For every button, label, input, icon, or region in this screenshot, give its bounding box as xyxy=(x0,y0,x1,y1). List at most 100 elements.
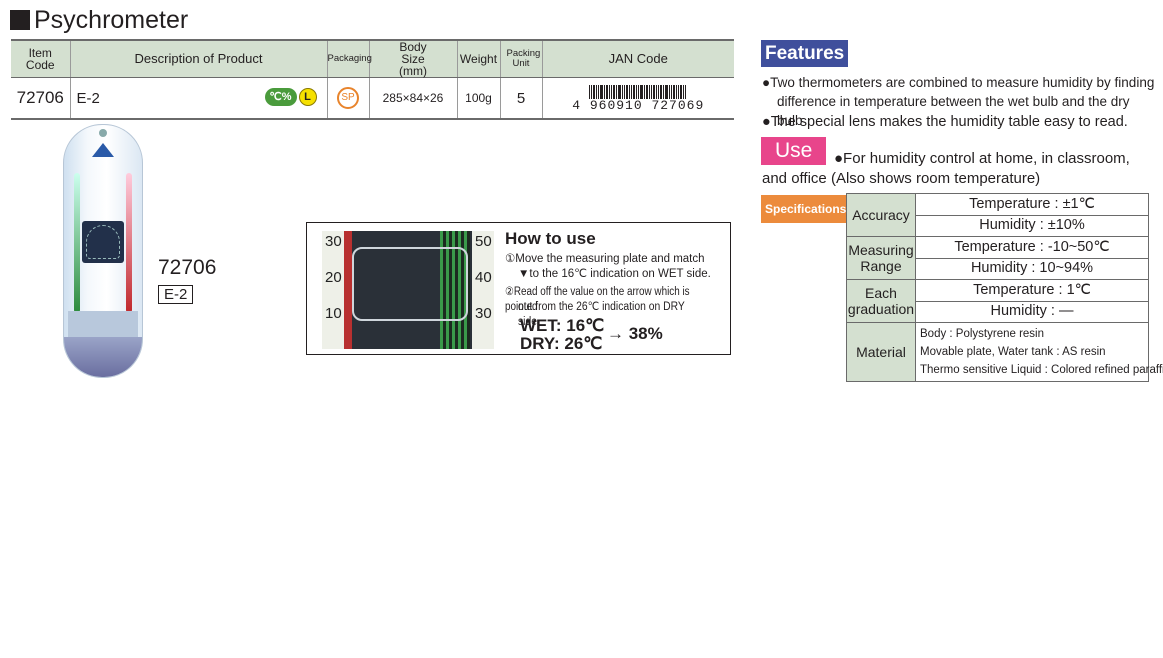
brand-logo-icon xyxy=(92,143,114,157)
barcode-bar xyxy=(678,84,680,99)
dry-scale xyxy=(472,231,494,349)
barcode-bar xyxy=(656,84,658,99)
l-mark-icon: L xyxy=(298,88,317,106)
barcode-bar xyxy=(649,84,651,99)
barcode-bar xyxy=(644,84,646,99)
barcode-bar xyxy=(663,84,665,99)
square-bullet-icon xyxy=(10,10,30,30)
barcode-bar xyxy=(611,84,613,99)
hanging-hole-icon xyxy=(99,129,107,137)
barcode-bar xyxy=(685,84,687,99)
barcode-icon xyxy=(589,84,687,99)
table-row: Each graduation Temperature : 1℃ xyxy=(846,279,1149,323)
graduation-humidity: Humidity : — xyxy=(915,300,1149,323)
psychrometer-image xyxy=(63,124,143,378)
step2-line1: ②Read off the value on the arrow which i… xyxy=(505,286,690,313)
step2-line2: out from the 26℃ indication on DRY side. xyxy=(518,301,685,328)
red-column xyxy=(344,231,352,349)
header-item-code: Item Code xyxy=(11,39,70,78)
feature-item-1-cont: difference in temperature between the we… xyxy=(777,94,1130,128)
accuracy-temperature: Temperature : ±1℃ xyxy=(915,193,1149,216)
use-label: Use xyxy=(761,137,827,165)
header-jan-code: JAN Code xyxy=(541,39,734,78)
material-plate: Movable plate, Water tank : AS resin xyxy=(920,346,1106,358)
use-text-line2: and office (Also shows room temperature) xyxy=(762,170,1041,187)
barcode-bar xyxy=(622,84,624,99)
step1-line1: ①Move the measuring plate and match xyxy=(505,253,705,265)
range-temperature: Temperature : -10~50℃ xyxy=(915,236,1149,259)
barcode-bar xyxy=(669,84,671,99)
graduation-temperature: Temperature : 1℃ xyxy=(915,279,1149,302)
barcode-bar xyxy=(651,84,653,99)
barcode-bar xyxy=(646,84,649,99)
header-packaging: Packaging xyxy=(326,39,372,78)
page-title-text: Psychrometer xyxy=(34,6,189,34)
wet-reading: WET: 16℃ xyxy=(520,316,605,335)
dry-thermometer-tube xyxy=(126,173,132,313)
item-code: 72706 xyxy=(11,77,70,120)
scale-label: 40 xyxy=(475,269,492,286)
barcode-bar xyxy=(638,84,640,99)
barcode-bar xyxy=(633,84,636,99)
dry-reading: DRY: 26℃ xyxy=(520,334,603,353)
barcode-bar xyxy=(604,84,606,99)
wet-scale xyxy=(322,231,344,349)
material-cell: Body : Polystyrene resin Movable plate, … xyxy=(915,322,1163,382)
barcode-bar xyxy=(626,84,629,99)
barcode-bar xyxy=(683,84,685,99)
table-row: Accuracy Temperature : ±1℃ xyxy=(846,193,1149,237)
product-table: Item Code Description of Product Packagi… xyxy=(11,39,734,120)
how-to-use-photo: 30 20 10 50 40 30 xyxy=(322,231,494,349)
barcode-bar xyxy=(631,84,633,99)
table-row: 72706 E-2 ℃% L SP 285×84×26 100g 5 4 960… xyxy=(11,77,734,120)
table-row: Measuring Range Temperature : -10~50℃ xyxy=(846,236,1149,280)
use-text-line1: ●For humidity control at home, in classr… xyxy=(834,150,1130,167)
step1-line2: ▼to the 16℃ indication on WET side. xyxy=(518,268,711,280)
body-size: 285×84×26 xyxy=(368,77,457,120)
description: E-2 xyxy=(76,89,100,107)
barcode-bar xyxy=(616,84,618,99)
barcode-bar xyxy=(591,84,593,99)
label-band xyxy=(68,311,138,337)
barcode-bar xyxy=(660,84,663,99)
temperature-humidity-icon: ℃% xyxy=(264,88,297,106)
barcode-bar xyxy=(629,84,631,99)
weight: 100g xyxy=(456,77,500,120)
barcode-bar xyxy=(665,84,669,99)
barcode-bar xyxy=(636,84,638,99)
how-to-use-title: How to use xyxy=(505,229,596,248)
sp-packaging-icon: SP xyxy=(337,87,359,109)
specifications-label: Specifications xyxy=(761,195,851,223)
model-number: 72706 xyxy=(158,256,217,279)
description-cell: E-2 ℃% L xyxy=(69,77,327,120)
barcode-bar xyxy=(640,84,644,99)
header-weight: Weight xyxy=(456,39,500,78)
barcode-bar xyxy=(624,84,626,99)
feature-item-2: ●The special lens makes the humidity tab… xyxy=(762,114,1128,130)
feature-item-1: ●Two thermometers are combined to measur… xyxy=(762,75,1155,90)
jan-code-cell: 4 960910 727069 xyxy=(541,77,734,120)
barcode-bar xyxy=(598,84,600,99)
scale-label: 10 xyxy=(325,305,342,322)
description-icons: ℃% L xyxy=(264,88,317,106)
range-humidity: Humidity : 10~94% xyxy=(915,257,1149,280)
barcode-bar xyxy=(593,84,596,99)
packing-unit: 5 xyxy=(499,77,542,120)
material-liquid: Thermo sensitive Liquid : Colored refine… xyxy=(920,364,1163,376)
barcode-bar xyxy=(600,84,604,99)
barcode-bar xyxy=(609,84,611,99)
measuring-range-label: Measuring Range xyxy=(846,236,916,280)
barcode-bar xyxy=(613,84,616,99)
material-body: Body : Polystyrene resin xyxy=(920,328,1045,340)
table-row: Material Body : Polystyrene resin Movabl… xyxy=(846,322,1163,382)
barcode-bar xyxy=(671,84,673,99)
barcode-bar xyxy=(618,84,622,99)
barcode-bar xyxy=(589,84,591,99)
barcode-bar xyxy=(606,84,609,99)
specifications-table: Accuracy Temperature : ±1℃ Humidity : ±1… xyxy=(846,193,1163,382)
accuracy-label: Accuracy xyxy=(846,193,916,237)
barcode-bar xyxy=(658,84,660,99)
humidity-table-lens xyxy=(352,247,468,321)
barcode-bar xyxy=(676,84,678,99)
page-title: Psychrometer xyxy=(10,4,188,36)
